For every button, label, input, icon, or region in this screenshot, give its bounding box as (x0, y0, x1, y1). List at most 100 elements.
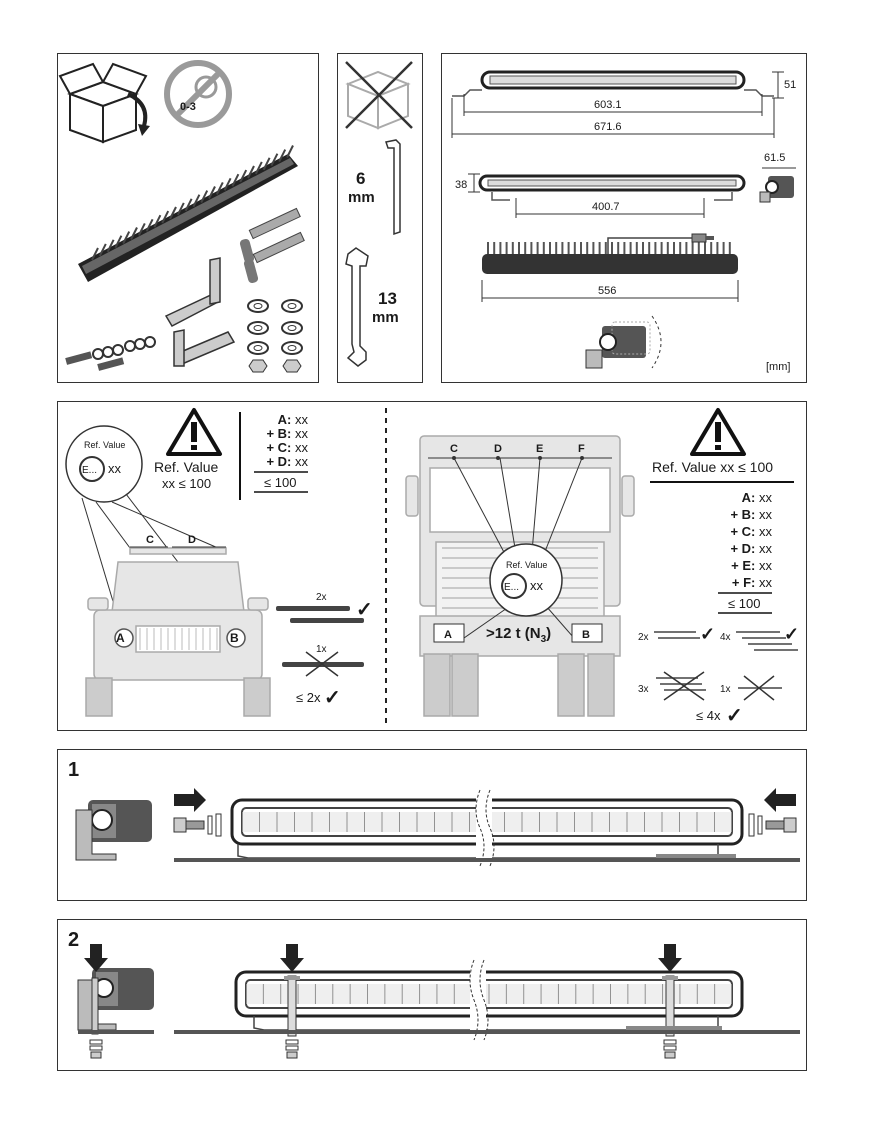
dimensions-illustration: 51 603.1 671.6 38 400.7 61.5 556 (451, 70, 796, 373)
warning-triangle-icon (166, 408, 222, 456)
step-1-panel: 1 (57, 749, 807, 901)
right-circle-ref: Ref. Value (506, 560, 547, 570)
sum-line: + E: xx (731, 558, 772, 573)
left-check-icon: ✓ (356, 599, 373, 621)
step-1-number: 1 (68, 759, 79, 781)
right-count-3x: 3x (638, 684, 649, 695)
light-bar-installation (234, 970, 744, 1031)
sum-line: + D: xx (730, 541, 772, 556)
arrow-down-icon (84, 944, 108, 972)
left-sum-list: A: xx+ B: xx+ C: xx+ D: xx≤ 100 (254, 412, 309, 493)
tools-illustration: 6 mm 13 mm (345, 61, 413, 367)
left-roof-c: C (146, 534, 154, 546)
bolt-icon (89, 1039, 103, 1059)
age-label: 0-3 (180, 101, 196, 113)
sum-line: + D: xx (266, 454, 308, 469)
mounting-bracket-icon (164, 257, 221, 327)
left-roof-d: D (188, 534, 196, 546)
tools-panel: 6 mm 13 mm (337, 53, 423, 383)
small-bolt-kit-icon (65, 344, 124, 365)
right-ref-header: Ref. Value xx ≤ 100 (652, 459, 773, 475)
small-bolt-kit-icon (97, 336, 156, 371)
light-bar-perspective (78, 145, 298, 282)
dim-overall-length: 671.6 (594, 121, 622, 133)
rotate-arrow-icon (127, 92, 148, 127)
light-bar-side-view (759, 176, 794, 203)
left-ref-circle: Ref. Value E... xx (65, 425, 143, 503)
right-count-2x: 2x (638, 632, 649, 643)
right-max-note: ≤ 4x (696, 708, 721, 723)
bolt-right-icon (748, 813, 797, 837)
light-bar-front-view (478, 174, 746, 201)
left-count-ok: 2x (316, 592, 327, 603)
dimensions-panel: 51 603.1 671.6 38 400.7 61.5 556 (441, 53, 807, 383)
right-roof-label: D (494, 443, 502, 455)
wrench-size-unit: mm (372, 309, 399, 326)
bolt-left-icon (173, 813, 222, 837)
step-2-illustration: 2 (68, 929, 800, 1059)
suv-front-illustration (85, 547, 271, 717)
left-ref-line2: xx ≤ 100 (162, 476, 211, 491)
left-max-note: ≤ 2x (296, 690, 321, 705)
no-children-sign-icon: 0-3 (164, 60, 232, 128)
left-count-no: 1x (316, 644, 327, 655)
mounting-bracket-icon (173, 329, 236, 367)
dim-bracket-span: 603.1 (594, 99, 622, 111)
right-count-4x: 4x (720, 632, 731, 643)
step-1-illustration: 1 (68, 759, 800, 867)
right-sum-list: A: xx+ B: xx+ C: xx+ D: xx+ E: xx+ F: xx… (718, 490, 773, 614)
sum-line: + B: xx (266, 426, 308, 441)
right-lamp-a: A (444, 629, 452, 641)
mounting-surface (174, 854, 800, 862)
left-circle-mark: E... (82, 465, 97, 476)
washer-nut-set-icon (247, 299, 303, 373)
allen-size-value: 6 (356, 169, 365, 188)
side-mount-view (77, 968, 154, 1035)
allen-size-unit: mm (348, 189, 375, 206)
right-max-check-icon: ✓ (726, 705, 743, 727)
left-lamp-b: B (230, 631, 239, 645)
sum-line: A: xx (742, 490, 773, 505)
mounting-surface (78, 1026, 800, 1034)
right-lamp-b: B (582, 629, 590, 641)
bar-symbol (290, 618, 364, 623)
regulation-illustration: Ref. Value xx ≤ 100 A: xx+ B: xx+ C: xx+… (65, 408, 799, 727)
dim-body-length: 556 (598, 285, 616, 297)
bar-symbol (276, 606, 350, 611)
right-circle-xx: xx (530, 578, 544, 593)
right-check-2x: ✓ (700, 624, 715, 644)
dim-bar-height: 38 (455, 179, 467, 191)
step-2-number: 2 (68, 929, 79, 951)
dim-unit-label: [mm] (766, 361, 790, 373)
arrow-left-icon (764, 788, 796, 812)
truck-class-label: >12 t (N3) (486, 625, 551, 645)
side-mount-view (75, 800, 152, 861)
right-roof-label: E (536, 443, 543, 455)
dim-height-total: 51 (784, 79, 796, 91)
regulation-panel: Ref. Value xx ≤ 100 A: xx+ B: xx+ C: xx+… (57, 401, 807, 731)
carriage-bolt-icon (243, 231, 305, 283)
light-bar-top-view (452, 70, 774, 97)
contents-illustration: 0-3 (58, 60, 305, 373)
right-check-4x: ✓ (784, 624, 799, 644)
arrow-down-icon (658, 944, 682, 972)
left-circle-ref: Ref. Value (84, 440, 125, 450)
right-circle-mark: E... (504, 582, 519, 593)
open-box-icon (58, 62, 148, 144)
sum-line: A: xx (278, 412, 309, 427)
sum-line: + C: xx (266, 440, 308, 455)
wrench-size-value: 13 (378, 289, 397, 308)
sum-line: + F: xx (732, 575, 773, 590)
light-bar-rear-view (482, 233, 738, 274)
sum-total: ≤ 100 (728, 596, 760, 611)
left-ref-line1: Ref. Value (154, 459, 219, 475)
carriage-bolt-icon (239, 207, 301, 263)
step-2-panel: 2 (57, 919, 807, 1071)
right-roof-label: C (450, 443, 458, 455)
left-lamp-a: A (116, 631, 125, 645)
dim-mount-span: 400.7 (592, 201, 620, 213)
warning-triangle-icon (690, 408, 746, 456)
tilt-adjust-icon (585, 315, 662, 369)
no-box-icon (345, 70, 411, 130)
bolt-icon (284, 975, 300, 1059)
